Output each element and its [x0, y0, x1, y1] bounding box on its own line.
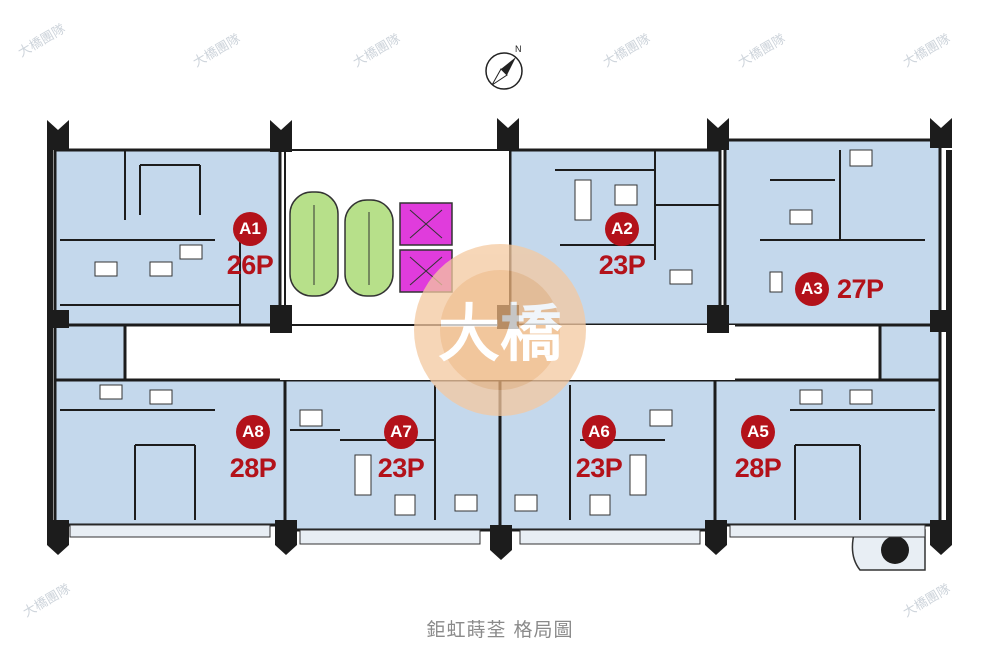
unit-label-a8: A8 28P: [208, 415, 298, 484]
north-label: N: [515, 44, 522, 54]
unit-a3-area: [723, 138, 942, 327]
unit-label-a3: A3 27P: [795, 272, 915, 306]
interior-walls: [60, 150, 935, 530]
unit-id-badge: A1: [233, 212, 267, 246]
unit-a5-side: [878, 323, 942, 382]
unit-id-badge: A2: [605, 212, 639, 246]
unit-size: 28P: [734, 453, 782, 483]
unit-id-badge: A8: [236, 415, 270, 449]
svg-text:大橋: 大橋: [438, 297, 563, 370]
unit-label-a7: A7 23P: [356, 415, 446, 484]
plan-caption: 鉅虹蒔荃 格局圖: [426, 619, 574, 641]
unit-label-a6: A6 23P: [554, 415, 644, 484]
unit-size: 28P: [229, 453, 277, 483]
unit-size: 23P: [377, 453, 425, 483]
brand-logo: 大橋: [414, 244, 586, 416]
north-compass-icon: N: [481, 44, 527, 94]
unit-size: 23P: [598, 250, 646, 280]
unit-id-badge: A5: [741, 415, 775, 449]
unit-id-badge: A3: [795, 272, 829, 306]
fixtures: [94, 149, 873, 516]
unit-size: 26P: [226, 250, 274, 280]
unit-id-badge: A6: [582, 415, 616, 449]
unit-label-a5: A5 28P: [713, 415, 803, 484]
terraces: [69, 524, 926, 545]
unit-a8-side: [53, 323, 127, 382]
unit-label-a2: A2 23P: [577, 212, 667, 281]
unit-label-a1: A1 26P: [205, 212, 295, 281]
unit-size: 23P: [575, 453, 623, 483]
unit-id-badge: A7: [384, 415, 418, 449]
unit-size: 27P: [837, 273, 884, 304]
